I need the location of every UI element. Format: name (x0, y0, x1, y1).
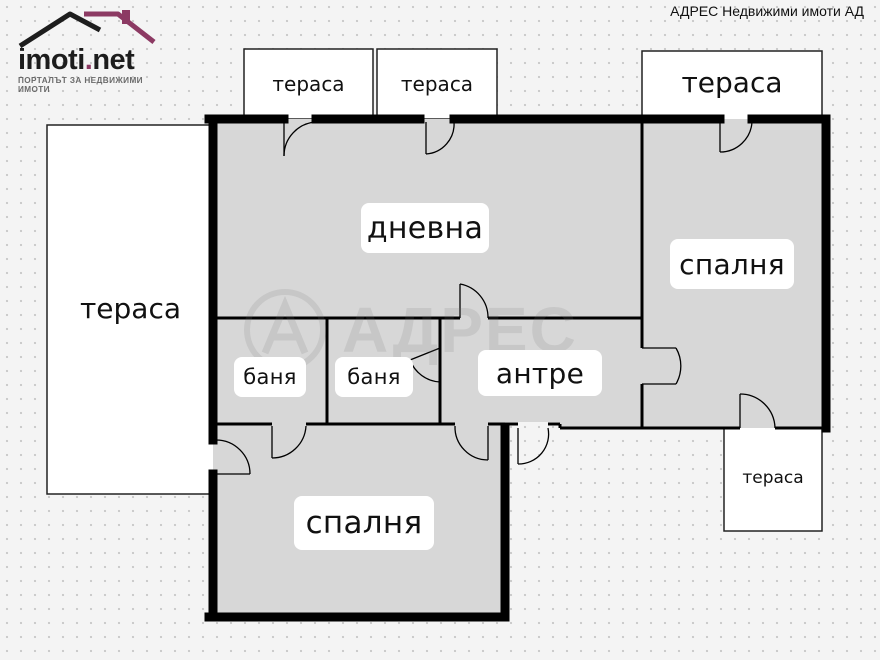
terrace-label-left: тераса (79, 291, 182, 325)
logo-name: imoti (18, 44, 85, 76)
room-label-bedroom-right: спалня (670, 239, 794, 289)
room-label-bath-2: баня (335, 357, 413, 397)
room-label-hall: антре (478, 350, 602, 396)
logo-tagline: ПОРТАЛЪТ ЗА НЕДВИЖИМИ ИМОТИ (18, 76, 143, 94)
outer-walls (204, 114, 831, 622)
terrace-bottom-right-area (723, 425, 823, 532)
room-label-bedroom-bottom: спалня (294, 496, 434, 550)
terrace-label-top-right: тераса (681, 65, 783, 99)
logo-dot: . (84, 44, 93, 76)
room-label-living: дневна (361, 203, 489, 253)
terrace-top-right-area (641, 50, 823, 121)
terrace-label-top-2: тераса (400, 72, 474, 96)
terrace-left-area (46, 124, 215, 495)
terrace-label-top-1: тераса (272, 72, 345, 96)
terrace-top-2-area (376, 48, 498, 120)
terrace-top-1-area (243, 48, 374, 120)
room-label-bath-1: баня (234, 357, 306, 397)
door-swings (215, 121, 776, 475)
imoti-logo[interactable]: imoti.net ПОРТАЛЪТ ЗА НЕДВИЖИМИ ИМОТИ (8, 6, 168, 94)
terrace-label-bottom-right: тераса (742, 468, 804, 488)
logo-tld: net (92, 44, 135, 76)
agency-name: АДРЕС Недвижими имоти АД (670, 3, 864, 19)
inner-walls (213, 119, 826, 430)
house-roof-icon (18, 10, 156, 48)
